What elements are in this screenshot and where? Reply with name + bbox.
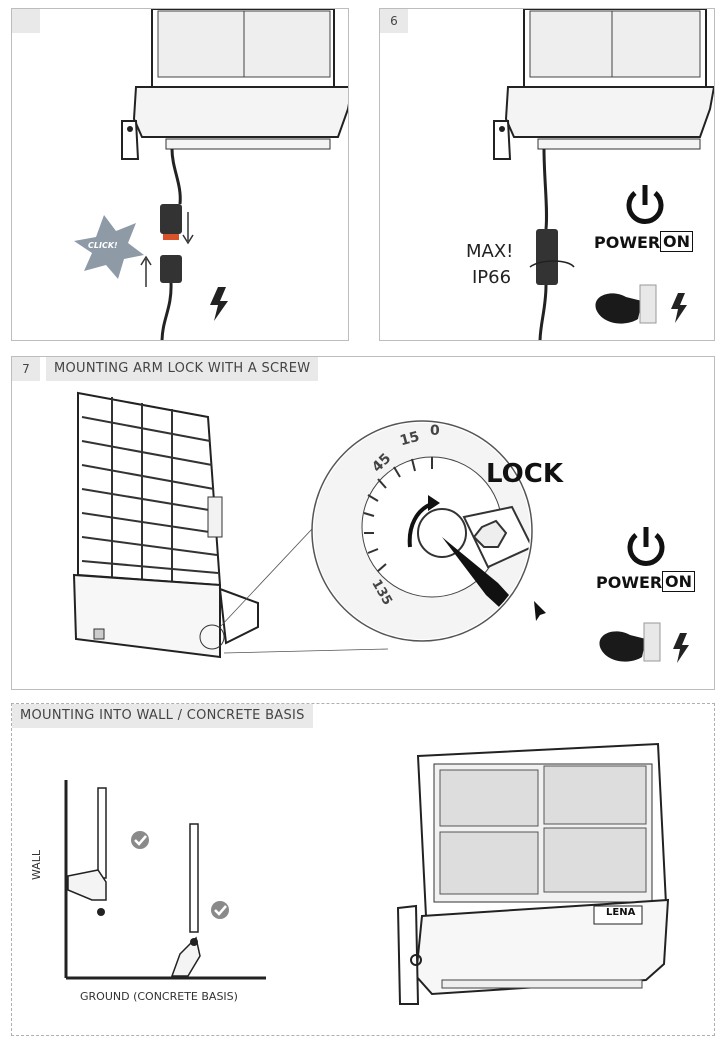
click-burst-icon — [74, 215, 144, 279]
power-icon — [626, 185, 664, 224]
lightning-icon — [210, 287, 228, 321]
wall-mounting-illustration — [64, 742, 670, 1005]
angle-label-0: 0 — [430, 423, 440, 439]
lock-label: LOCK — [486, 459, 563, 489]
on-word: ON — [660, 231, 693, 252]
step5-illustration — [74, 9, 348, 340]
lightning-icon — [671, 293, 687, 323]
brand-name: LENA — [606, 907, 636, 918]
wall-mounting-panel: MOUNTING INTO WALL / CONCRETE BASIS — [11, 703, 715, 1036]
led-grid-icon — [157, 10, 331, 78]
max-label: MAX! — [466, 241, 514, 262]
ip-label: IP66 — [472, 267, 512, 288]
lightning-icon — [673, 633, 689, 663]
on-word: ON — [662, 571, 695, 592]
step7-title: MOUNTING ARM LOCK WITH A SCREW — [46, 357, 319, 381]
click-label: CLICK! — [88, 241, 118, 250]
arrow-up-icon — [140, 255, 152, 287]
wall-label: WALL — [30, 849, 43, 880]
screwdriver-icon — [442, 537, 520, 617]
protective-grid-icon — [81, 397, 219, 581]
led-grid-icon — [439, 765, 647, 895]
ground-label: GROUND (CONCRETE BASIS) — [80, 990, 238, 1003]
step6-number: 6 — [380, 9, 408, 33]
step5-panel: CLICK! — [11, 8, 349, 341]
check-icon — [131, 831, 149, 849]
wall-section-title: MOUNTING INTO WALL / CONCRETE BASIS — [12, 704, 313, 728]
power-word: POWER — [594, 233, 661, 252]
step7-illustration — [72, 391, 689, 663]
hand-switch-icon — [595, 284, 657, 324]
arrow-pointer-icon — [534, 601, 546, 621]
arrow-down-icon — [182, 212, 194, 245]
step7-number: 7 — [12, 357, 40, 381]
step7-panel: 7 MOUNTING ARM LOCK WITH A SCREW — [11, 356, 715, 690]
check-icon — [211, 901, 229, 919]
angle-scale-icon — [363, 457, 433, 572]
step6-panel: 6 MAX! IP66 POWER ON — [379, 8, 715, 341]
power-icon — [627, 527, 665, 566]
power-word: POWER — [596, 573, 663, 592]
step6-illustration — [493, 9, 714, 340]
step5-number — [12, 9, 40, 33]
brand-logo — [593, 905, 643, 925]
hand-switch-icon — [599, 622, 661, 662]
